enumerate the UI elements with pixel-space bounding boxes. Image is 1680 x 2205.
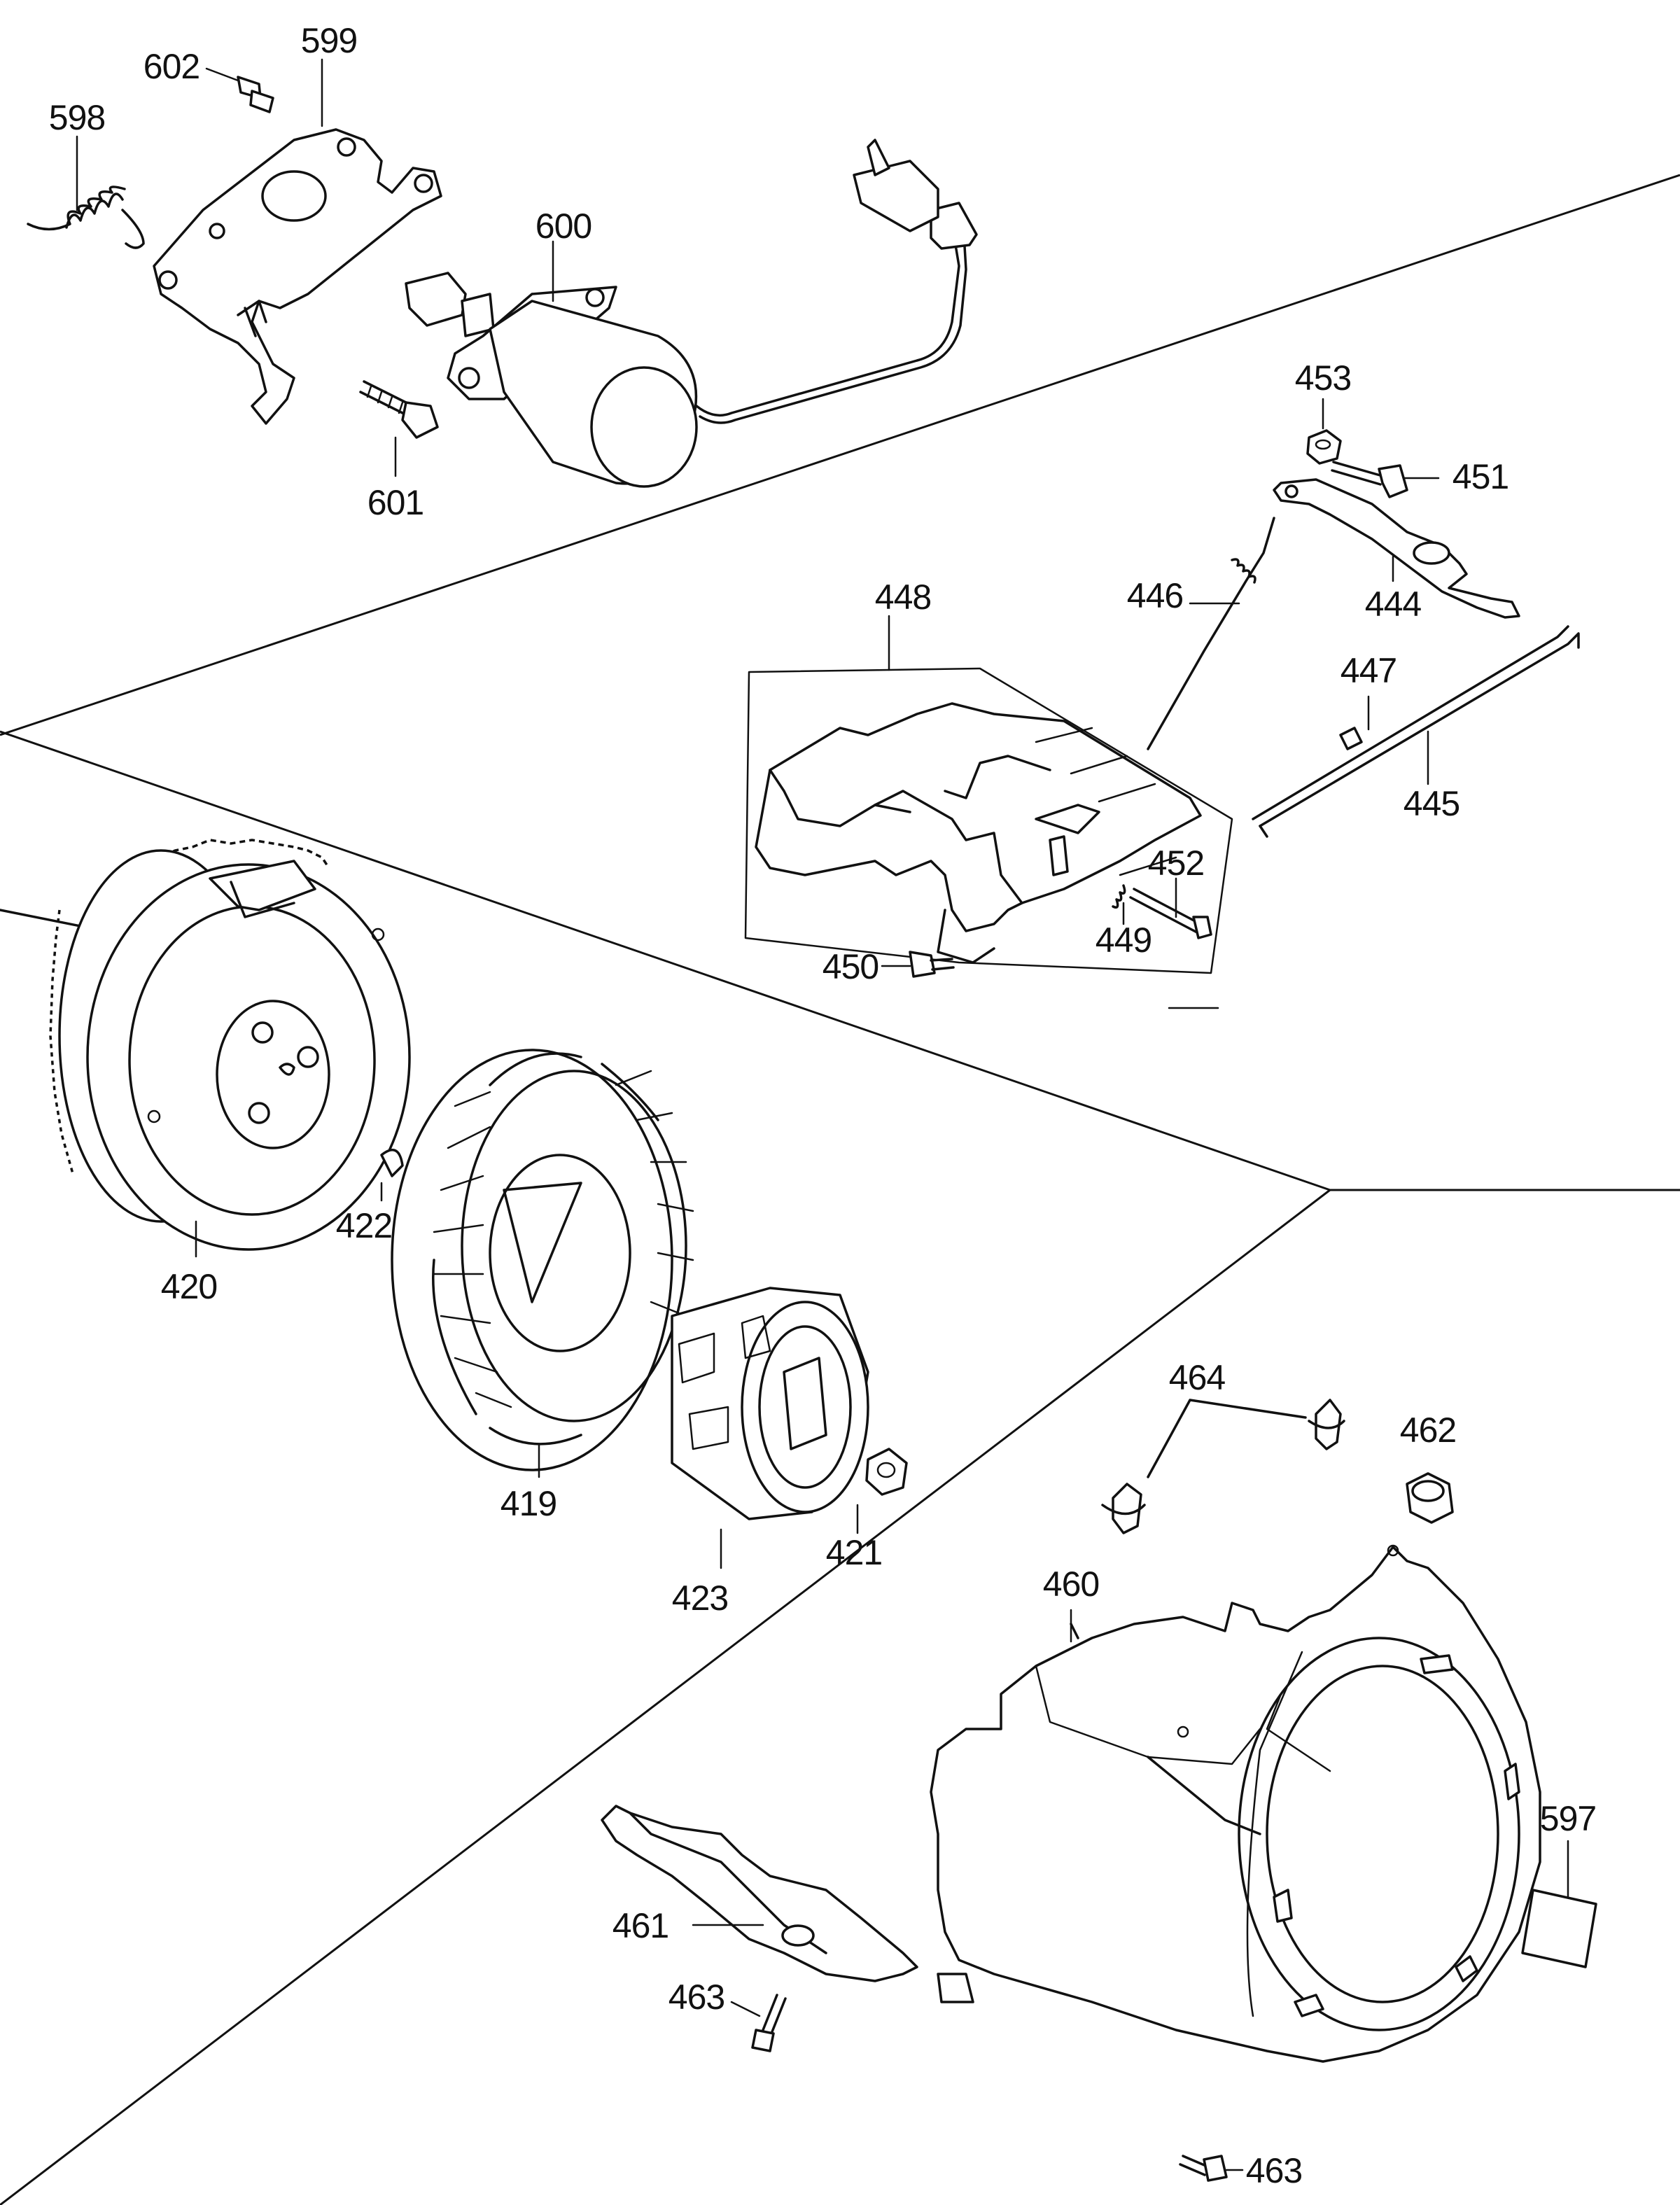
part-419-fan xyxy=(391,1049,694,1478)
callout-451: 451 xyxy=(1452,457,1508,496)
callout-447: 447 xyxy=(1340,651,1396,690)
callout-446: 446 xyxy=(1127,576,1183,615)
section-dividers xyxy=(0,174,1680,2205)
part-423-starter-cup xyxy=(671,1287,869,1569)
callout-422: 422 xyxy=(336,1206,392,1245)
callout-599: 599 xyxy=(301,21,357,60)
part-451-bolt xyxy=(1331,461,1440,498)
part-448-cover-assembly xyxy=(744,615,1233,1009)
callout-448: 448 xyxy=(875,578,931,617)
callout-423: 423 xyxy=(672,1578,728,1618)
part-422-key xyxy=(380,1149,404,1202)
part-464-clips xyxy=(1101,1399,1345,1534)
callout-444: 444 xyxy=(1365,584,1422,624)
callout-453: 453 xyxy=(1295,358,1351,398)
part-601-bolt xyxy=(359,380,439,477)
part-421-nut xyxy=(856,1448,908,1534)
callout-598: 598 xyxy=(49,98,105,137)
part-460-blower-housing xyxy=(930,1544,1541,2063)
callout-420: 420 xyxy=(161,1267,217,1306)
callout-600: 600 xyxy=(536,206,592,246)
callout-452: 452 xyxy=(1148,844,1204,883)
callout-597: 597 xyxy=(1540,1799,1596,1838)
part-602-screw xyxy=(205,67,274,113)
callout-601: 601 xyxy=(368,483,424,522)
callout-445: 445 xyxy=(1404,784,1460,823)
callout-464: 464 xyxy=(1169,1358,1226,1397)
callout-449: 449 xyxy=(1096,920,1152,960)
callout-460: 460 xyxy=(1043,1564,1099,1604)
callout-463-lower: 463 xyxy=(1246,2151,1302,2190)
part-446-spring-rod xyxy=(1147,517,1275,750)
part-599-bracket xyxy=(153,58,442,425)
callout-602: 602 xyxy=(144,47,200,86)
callout-450: 450 xyxy=(822,947,878,986)
part-600-solenoid xyxy=(405,139,978,488)
part-597-label xyxy=(1521,1840,1597,1968)
part-445-447-rods xyxy=(1252,625,1580,838)
part-420-flywheel xyxy=(0,839,411,1258)
callout-461: 461 xyxy=(612,1906,668,1945)
callout-462: 462 xyxy=(1400,1410,1456,1450)
part-444-lever xyxy=(1273,478,1520,619)
part-461-baffle xyxy=(601,1805,918,1982)
callout-419: 419 xyxy=(500,1484,556,1523)
part-452-449-bolt-spring xyxy=(1112,877,1212,939)
part-463-screws xyxy=(730,1994,1244,2182)
part-462-grommet xyxy=(1406,1472,1454,1524)
callout-463-upper: 463 xyxy=(668,1977,724,2017)
part-598-spring xyxy=(27,135,145,249)
part-453-nut xyxy=(1306,398,1342,465)
part-450-bolt xyxy=(881,951,955,978)
callout-421: 421 xyxy=(826,1533,882,1572)
callout-labels: 598 599 602 600 601 453 451 446 444 448 … xyxy=(49,21,1597,2190)
